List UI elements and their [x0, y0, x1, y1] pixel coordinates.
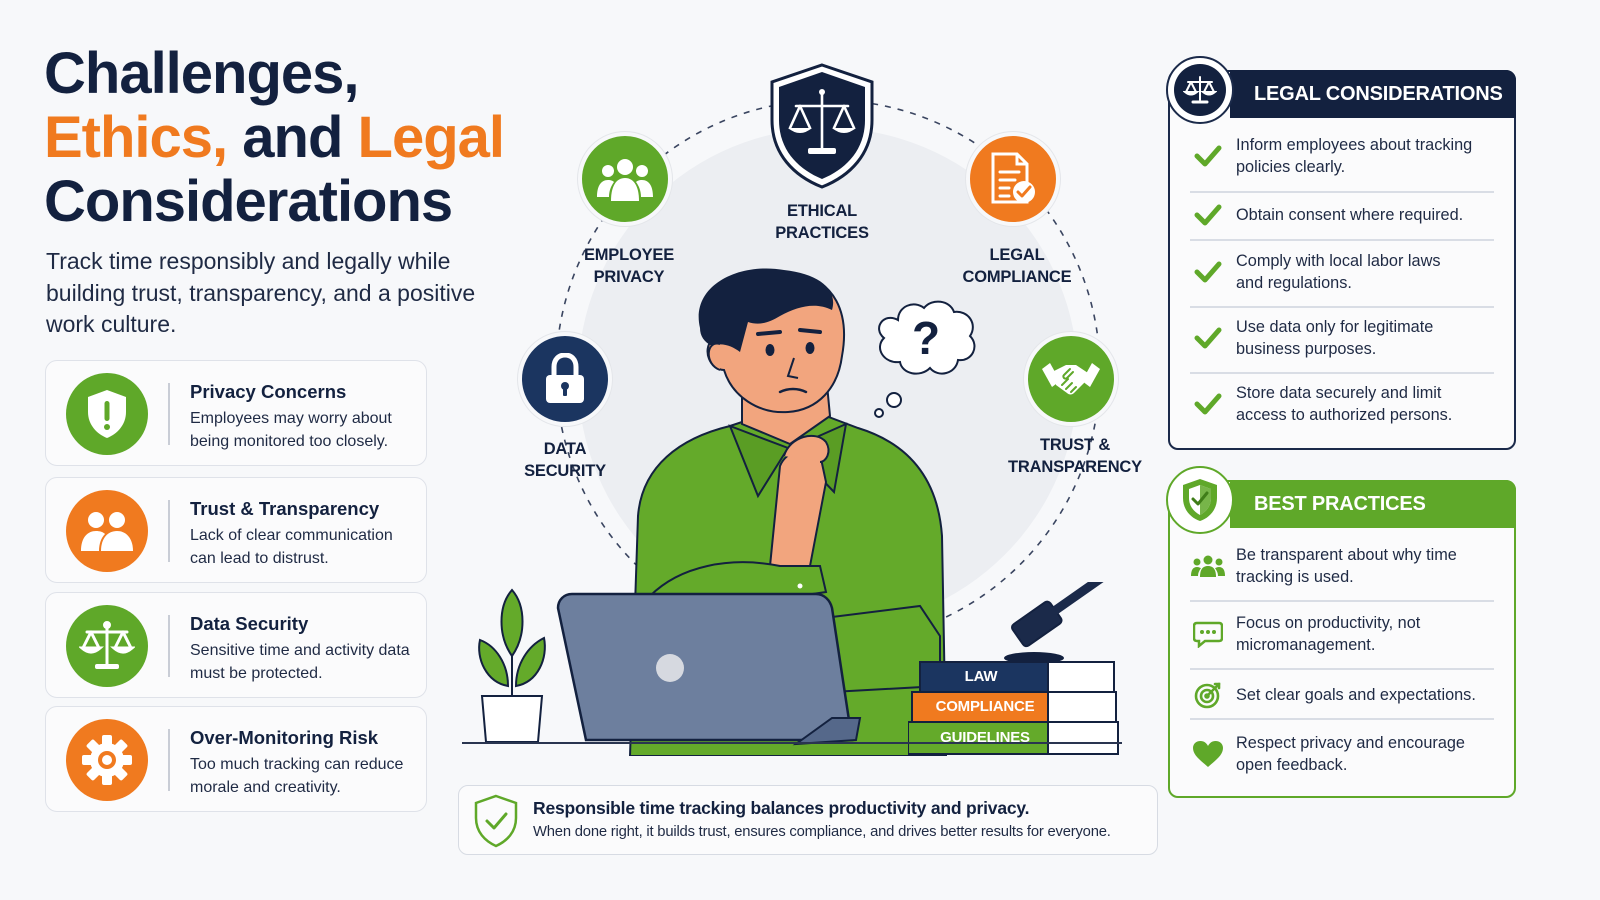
page-subtitle: Track time responsibly and legally while…	[46, 248, 476, 337]
card-divider	[168, 729, 170, 791]
challenge-description: Too much tracking can reduce morale and …	[190, 756, 404, 796]
item-divider	[1190, 239, 1494, 241]
heart-icon	[1190, 740, 1226, 768]
users-icon	[66, 490, 148, 572]
item-divider	[1190, 718, 1494, 720]
node-label-data-security: DATA SECURITY	[524, 440, 606, 480]
node-label-legal-compliance: LEGAL COMPLIANCE	[962, 246, 1072, 286]
document-check-icon	[966, 132, 1060, 226]
best-practice-item: Be transparent about why time tracking i…	[1190, 544, 1494, 588]
challenge-card-data-security: Data Security Sensitive time and activit…	[45, 592, 427, 698]
chat-bubble-icon	[1190, 620, 1226, 648]
checkmark-icon	[1190, 204, 1226, 226]
legal-panel-badge	[1166, 56, 1234, 124]
node-trust-transparency	[1024, 332, 1118, 426]
scales-icon	[66, 605, 148, 687]
potted-plant-illustration	[478, 588, 546, 743]
book-label-compliance: COMPLIANCE	[935, 698, 1035, 715]
checkmark-icon	[1190, 393, 1226, 415]
challenge-description: Lack of clear communication can lead to …	[190, 527, 393, 567]
checkmark-icon	[1190, 327, 1226, 349]
checkmark-icon	[1190, 261, 1226, 283]
shield-check-icon	[1174, 474, 1226, 526]
laptop-illustration	[556, 592, 862, 746]
summary-description: When done right, it builds trust, ensure…	[533, 824, 1111, 840]
challenge-card-over-monitoring: Over-Monitoring Risk Too much tracking c…	[45, 706, 427, 812]
book-label-law: LAW	[964, 668, 998, 685]
legal-considerations-panel: LEGAL CONSIDERATIONS Inform employees ab…	[1166, 56, 1516, 450]
title-line-1: Challenges,	[44, 41, 360, 106]
gear-icon	[66, 719, 148, 801]
challenge-title: Privacy Concerns	[190, 381, 347, 402]
node-label-trust-transparency: TRUST & TRANSPARENCY	[1008, 436, 1142, 476]
question-mark-icon: ?	[912, 312, 940, 364]
item-divider	[1190, 668, 1494, 670]
target-icon	[1190, 680, 1226, 710]
card-divider	[168, 500, 170, 562]
item-divider	[1190, 372, 1494, 374]
legal-item: Store data securely and limit access to …	[1190, 382, 1494, 426]
people-icon	[1190, 555, 1226, 577]
scales-icon	[1174, 64, 1226, 116]
summary-title: Responsible time tracking balances produ…	[533, 798, 1030, 818]
ethical-shield-icon	[770, 63, 874, 189]
item-divider	[1190, 191, 1494, 193]
handshake-icon	[1024, 332, 1118, 426]
card-divider	[168, 615, 170, 677]
best-practice-item: Set clear goals and expectations.	[1190, 680, 1494, 710]
best-panel-badge	[1166, 466, 1234, 534]
item-divider	[1190, 306, 1494, 308]
legal-item: Inform employees about tracking policies…	[1190, 134, 1494, 178]
title-line-2: Ethics, and Legal	[44, 105, 505, 170]
node-employee-privacy	[578, 132, 672, 226]
node-label-employee-privacy: EMPLOYEE PRIVACY	[583, 246, 675, 286]
challenge-card-trust: Trust & Transparency Lack of clear commu…	[45, 477, 427, 583]
item-divider	[1190, 600, 1494, 602]
legal-panel-header: LEGAL CONSIDERATIONS	[1230, 70, 1516, 118]
node-legal-compliance	[966, 132, 1060, 226]
desk-surface	[462, 742, 1122, 744]
challenge-card-privacy: Privacy Concerns Employees may worry abo…	[45, 360, 427, 466]
legal-item: Comply with local labor laws and regulat…	[1190, 250, 1494, 294]
best-practice-item: Focus on productivity, not micromanageme…	[1190, 612, 1494, 656]
best-practices-panel: BEST PRACTICES Be transparent about why …	[1166, 466, 1516, 798]
challenge-title: Data Security	[190, 613, 309, 634]
shield-alert-icon	[66, 373, 148, 455]
thought-bubble: ?	[874, 300, 976, 418]
page-title: Challenges, Ethics, and Legal Considerat…	[44, 41, 505, 234]
card-divider	[168, 383, 170, 445]
challenge-title: Over-Monitoring Risk	[190, 727, 379, 748]
legal-item: Obtain consent where required.	[1190, 202, 1494, 228]
shield-check-icon	[474, 794, 518, 848]
law-books-gavel-illustration	[908, 582, 1119, 755]
people-group-icon	[578, 132, 672, 226]
title-line-3: Considerations	[44, 169, 453, 234]
node-data-security	[518, 332, 612, 426]
legal-item: Use data only for legitimate business pu…	[1190, 316, 1494, 360]
summary-banner: Responsible time tracking balances produ…	[458, 785, 1158, 855]
challenge-title: Trust & Transparency	[190, 498, 380, 519]
node-label-ethical: ETHICAL PRACTICES	[775, 202, 869, 242]
best-practice-item: Respect privacy and encourage open feedb…	[1190, 732, 1494, 776]
checkmark-icon	[1190, 145, 1226, 167]
book-label-guidelines: GUIDELINES	[940, 729, 1030, 746]
padlock-icon	[518, 332, 612, 426]
challenge-description: Employees may worry about being monitore…	[190, 410, 392, 450]
challenge-description: Sensitive time and activity data must be…	[190, 642, 410, 682]
best-panel-header: BEST PRACTICES	[1230, 480, 1516, 528]
